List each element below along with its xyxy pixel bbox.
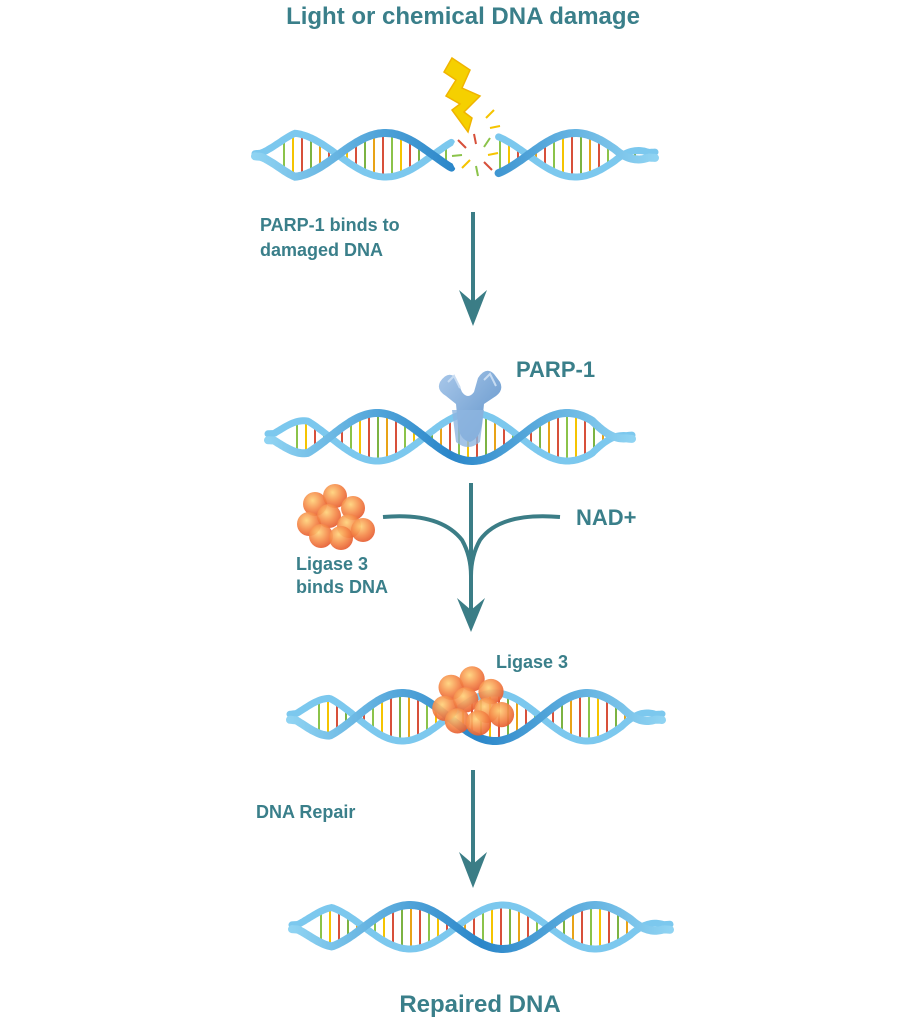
arrow-parp-to-ligase (382, 483, 561, 632)
dna-strand-front (286, 689, 666, 745)
ligase-3-label: Ligase 3 (496, 652, 568, 672)
parp-bound-dna-helix (264, 409, 636, 465)
ligase-subunit (453, 687, 479, 713)
ligase-subunit (465, 710, 491, 736)
ligase-binds-label-line1: Ligase 3 (296, 554, 368, 574)
ligase-subunit (341, 496, 365, 520)
arrow-damage-to-parp (459, 212, 487, 326)
parp-binds-label-line2: damaged DNA (260, 240, 383, 260)
damage-break-site (451, 131, 499, 179)
ligase-subunit (478, 678, 504, 705)
arrow-ligase-to-repaired (459, 770, 487, 888)
diagram-title: Light or chemical DNA damage (286, 3, 640, 30)
dna-repair-label: DNA Repair (256, 802, 355, 822)
parp-1-label: PARP-1 (516, 357, 595, 382)
ligase-subunit (488, 702, 515, 728)
ligase-subunit (329, 526, 353, 550)
ligase-3-cluster-icon (297, 484, 375, 550)
ligase-subunit (309, 524, 333, 548)
lightning-bolt-icon (443, 56, 501, 134)
dna-strand-front (264, 409, 636, 465)
dna-strand-front (251, 129, 659, 181)
nad-plus-label: NAD+ (576, 505, 637, 530)
dna-strand-back (288, 901, 674, 953)
ligase-binds-label-line2: binds DNA (296, 577, 388, 597)
parp-binds-label-line1: PARP-1 binds to (260, 215, 400, 235)
ligase-subunit (317, 504, 341, 528)
ligase-3-bound-cluster-icon (432, 666, 515, 736)
ligase-subunit (444, 708, 470, 734)
damaged-dna-helix (251, 129, 659, 181)
repaired-dna-helix (288, 901, 674, 953)
ligase-subunit (351, 518, 375, 542)
dna-strand-front (288, 901, 674, 953)
ligase-subunit (459, 666, 485, 692)
ligase-subunit (323, 484, 347, 508)
repaired-dna-label: Repaired DNA (399, 991, 560, 1018)
parp-1-protein-icon (438, 370, 502, 447)
